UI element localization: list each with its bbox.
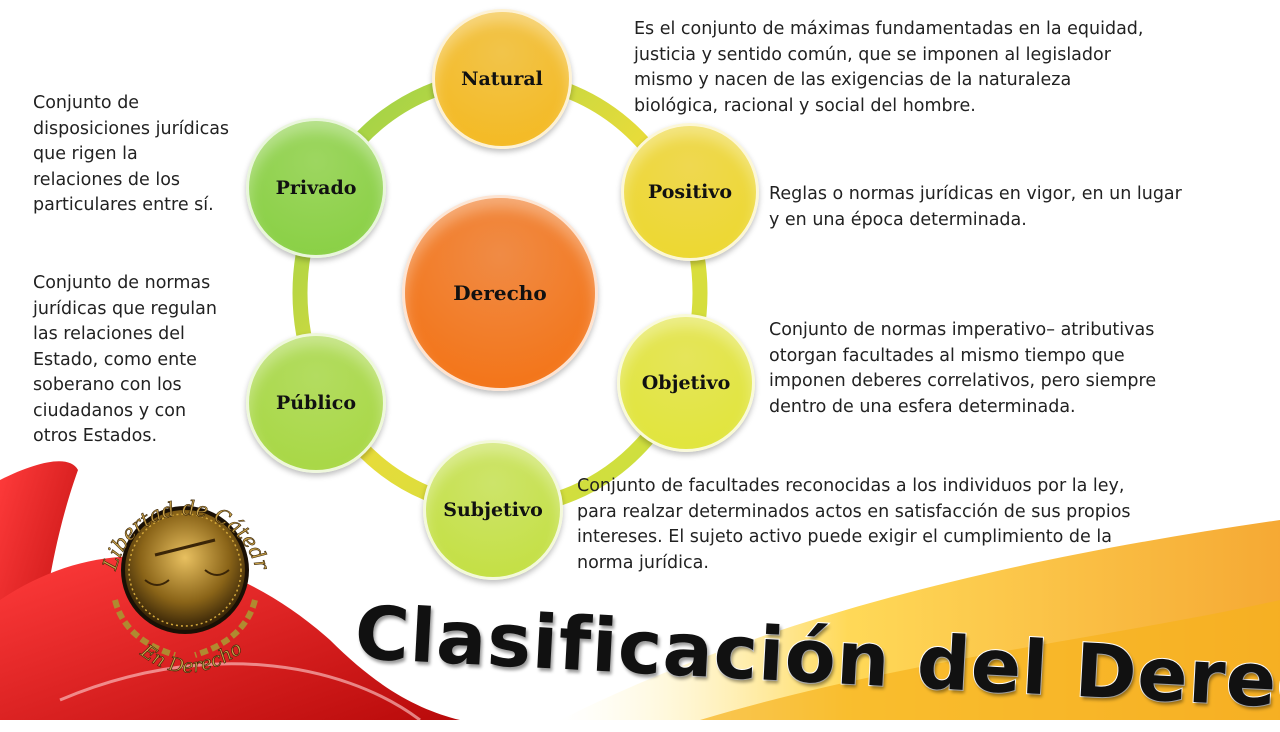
- text-line: las relaciones del: [33, 324, 185, 344]
- text-line: ciudadanos y con: [33, 400, 187, 421]
- text-line: biológica, racional y social del hombre.: [634, 95, 976, 116]
- text-line: soberano con los: [33, 375, 182, 395]
- text-line: particulares entre sí.: [33, 195, 214, 215]
- node-objetivo: Objetivo: [617, 314, 755, 452]
- text-line: Estado, como ente: [33, 349, 197, 370]
- text-line: otros Estados.: [33, 426, 158, 446]
- text-line: imponen deberes correlativos, pero siemp…: [769, 371, 1157, 391]
- node-privado: Privado: [246, 118, 386, 258]
- text-line: y en una época determinada.: [769, 209, 1027, 230]
- text-line: Conjunto de: [33, 93, 140, 113]
- text-line: mismo y nacen de las exigencias de la na…: [634, 70, 1072, 90]
- node-publico: Público: [246, 333, 386, 473]
- text-line: disposiciones jurídicas: [33, 118, 230, 139]
- text-line: para realzar determinados actos en satis…: [577, 501, 1131, 522]
- description-privado: Conjunto de disposiciones jurídicas que …: [33, 91, 229, 219]
- node-derecho: Derecho: [402, 195, 598, 391]
- text-line: Conjunto de normas imperativo– atributiv…: [769, 320, 1155, 340]
- node-positivo: Positivo: [621, 123, 759, 261]
- text-line: otorgan facultades al mismo tiempo que: [769, 345, 1125, 366]
- svg-text:En Derecho: En Derecho: [136, 637, 246, 677]
- text-line: justicia y sentido común, que se imponen…: [634, 44, 1111, 65]
- description-publico: Conjunto de normas jurídicas que regulan…: [33, 271, 217, 450]
- description-natural: Es el conjunto de máximas fundamentadas …: [634, 17, 1143, 119]
- text-line: Es el conjunto de máximas fundamentadas …: [634, 19, 1144, 39]
- text-line: Reglas o normas jurídicas en vigor, en u…: [769, 184, 1182, 204]
- node-subjetivo: Subjetivo: [423, 440, 563, 580]
- description-positivo: Reglas o normas jurídicas en vigor, en u…: [769, 182, 1182, 233]
- text-line: jurídicas que regulan: [33, 298, 217, 319]
- text-line: relaciones de los: [33, 169, 181, 190]
- text-line: dentro de una esfera determinada.: [769, 396, 1076, 417]
- node-natural: Natural: [432, 9, 572, 149]
- text-line: intereses. El sujeto activo puede exigir…: [577, 527, 1112, 547]
- text-line: que rigen la: [33, 144, 138, 164]
- text-line: Conjunto de normas: [33, 273, 211, 293]
- text-line: Conjunto de facultades reconocidas a los…: [577, 476, 1125, 496]
- libertad-de-catedra-logo: Libertad de Cátedra En Derecho: [85, 470, 275, 678]
- description-subjetivo: Conjunto de facultades reconocidas a los…: [577, 474, 1131, 576]
- description-objetivo: Conjunto de normas imperativo– atributiv…: [769, 318, 1156, 420]
- text-line: norma jurídica.: [577, 552, 709, 573]
